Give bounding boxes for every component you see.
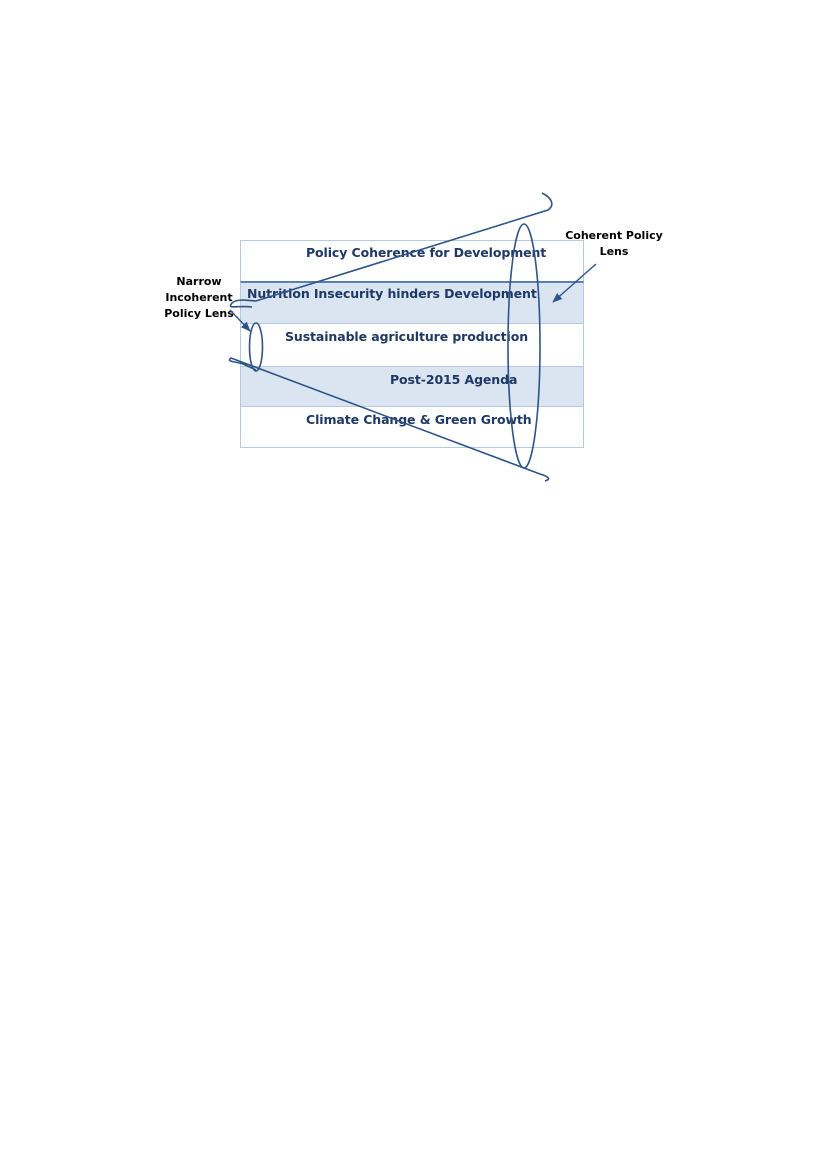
layer-label-sustainable-agriculture: Sustainable agriculture production: [285, 329, 529, 344]
coherent-lens-label-line-1: Coherent Policy: [565, 229, 663, 242]
layer-label-policy-coherence: Policy Coherence for Development: [306, 245, 547, 260]
narrow-lens-label-line-3: Policy Lens: [164, 307, 234, 320]
layer-label-post-2015-agenda: Post-2015 Agenda: [390, 372, 518, 387]
narrow-lens-label: Narrow Incoherent Policy Lens: [158, 274, 240, 322]
coherent-lens-label-line-2: Lens: [599, 245, 629, 258]
layer-label-climate-change: Climate Change & Green Growth: [306, 412, 532, 427]
coherent-lens-label: Coherent Policy Lens: [564, 228, 664, 260]
narrow-lens-label-line-2: Incoherent: [165, 291, 233, 304]
narrow-lens-label-line-1: Narrow: [176, 275, 222, 288]
layer-label-nutrition-insecurity: Nutrition Insecurity hinders Development: [247, 286, 537, 301]
